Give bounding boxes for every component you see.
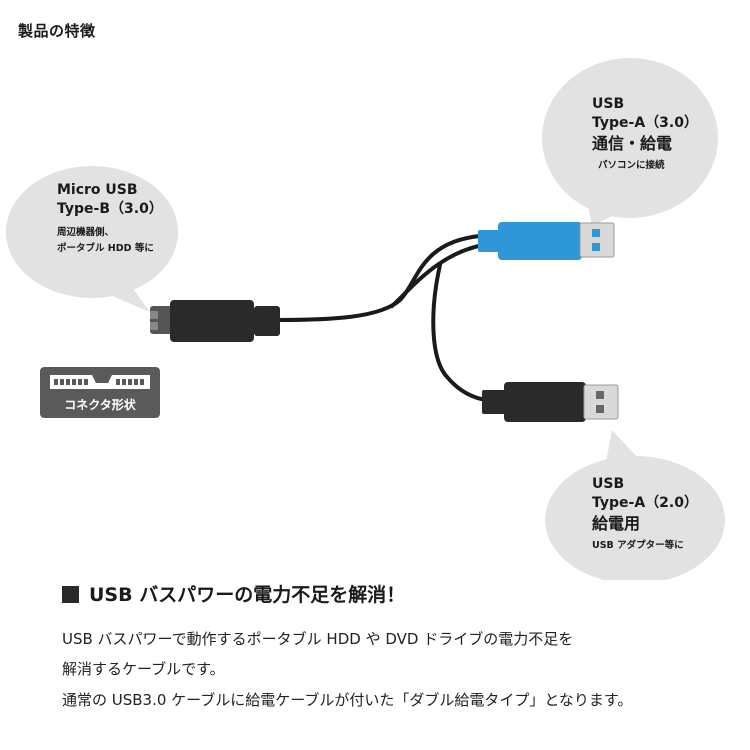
type-a-20-line3: 給電用 xyxy=(592,514,641,533)
type-a-20-note: USB アダプター等に xyxy=(592,540,684,551)
usb-type-a-30-connector xyxy=(478,222,615,260)
cable-diagram xyxy=(6,58,725,580)
type-a-30-line3: 通信・給電 xyxy=(592,134,673,153)
micro-note2: ポータブル HDD 等に xyxy=(57,243,154,254)
page-title: 製品の特徴 xyxy=(18,22,96,40)
bubble-type-a-30-text: USB Type-A（3.0） 通信・給電 パソコンに接続 xyxy=(592,95,698,174)
type-a-20-line2: Type-A（2.0） xyxy=(592,495,698,511)
cable-lines xyxy=(276,234,502,402)
type-a-30-note: パソコンに接続 xyxy=(598,160,665,171)
feature-heading: USB バスパワーの電力不足を解消！ xyxy=(62,580,405,607)
micro-note1: 周辺機器側、 xyxy=(57,227,115,238)
usb-type-a-20-connector xyxy=(482,382,619,422)
square-bullet-icon xyxy=(62,586,79,603)
feature-line-3: 通常の USB3.0 ケーブルに給電ケーブルが付いた「ダブル給電タイプ」となりま… xyxy=(62,691,633,709)
micro-line1: Micro USB xyxy=(57,182,138,198)
bubble-micro-usb xyxy=(6,166,178,312)
connector-shape-icon xyxy=(40,367,160,418)
type-a-30-line1: USB xyxy=(592,96,625,112)
micro-usb-connector xyxy=(150,300,280,342)
feature-heading-text: USB バスパワーの電力不足を解消！ xyxy=(89,584,406,606)
micro-line2: Type-B（3.0） xyxy=(57,201,163,217)
feature-line-2: 解消するケーブルです。 xyxy=(62,660,225,678)
type-a-30-line2: Type-A（3.0） xyxy=(592,115,698,131)
bubble-type-a-20-text: USB Type-A（2.0） 給電用 USB アダプター等に xyxy=(592,475,698,554)
feature-line-1: USB バスパワーで動作するポータブル HDD や DVD ドライブの電力不足を xyxy=(62,630,574,648)
type-a-20-line1: USB xyxy=(592,476,625,492)
bubble-usb-type-a-30 xyxy=(542,58,718,226)
bubble-usb-type-a-20 xyxy=(545,430,725,580)
bubble-micro-text: Micro USB Type-B（3.0） 周辺機器側、 ポータブル HDD 等… xyxy=(57,181,163,257)
connector-shape-label: コネクタ形状 xyxy=(64,398,136,412)
